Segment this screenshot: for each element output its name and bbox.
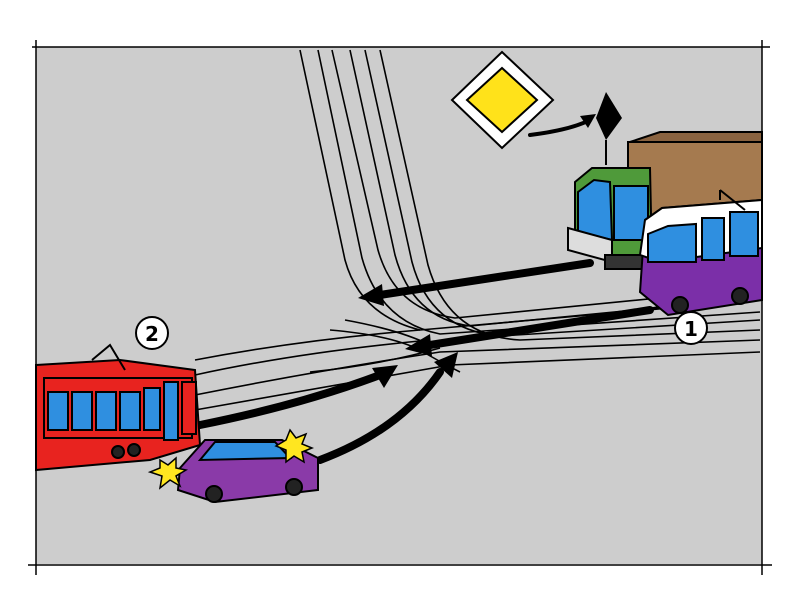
main-road-sign-icon: [450, 50, 555, 150]
collision-star-icon: [147, 428, 315, 490]
bus-vehicle-1: [638, 189, 763, 317]
sign-back-icon: [596, 92, 622, 165]
car: [176, 439, 319, 504]
vehicle-1-badge: 1: [674, 311, 708, 345]
vehicle-2-badge: 2: [135, 316, 169, 350]
vehicle-2-number: 2: [145, 322, 159, 346]
movement-arrows: [196, 114, 654, 464]
vehicle-1-number: 1: [684, 317, 698, 341]
